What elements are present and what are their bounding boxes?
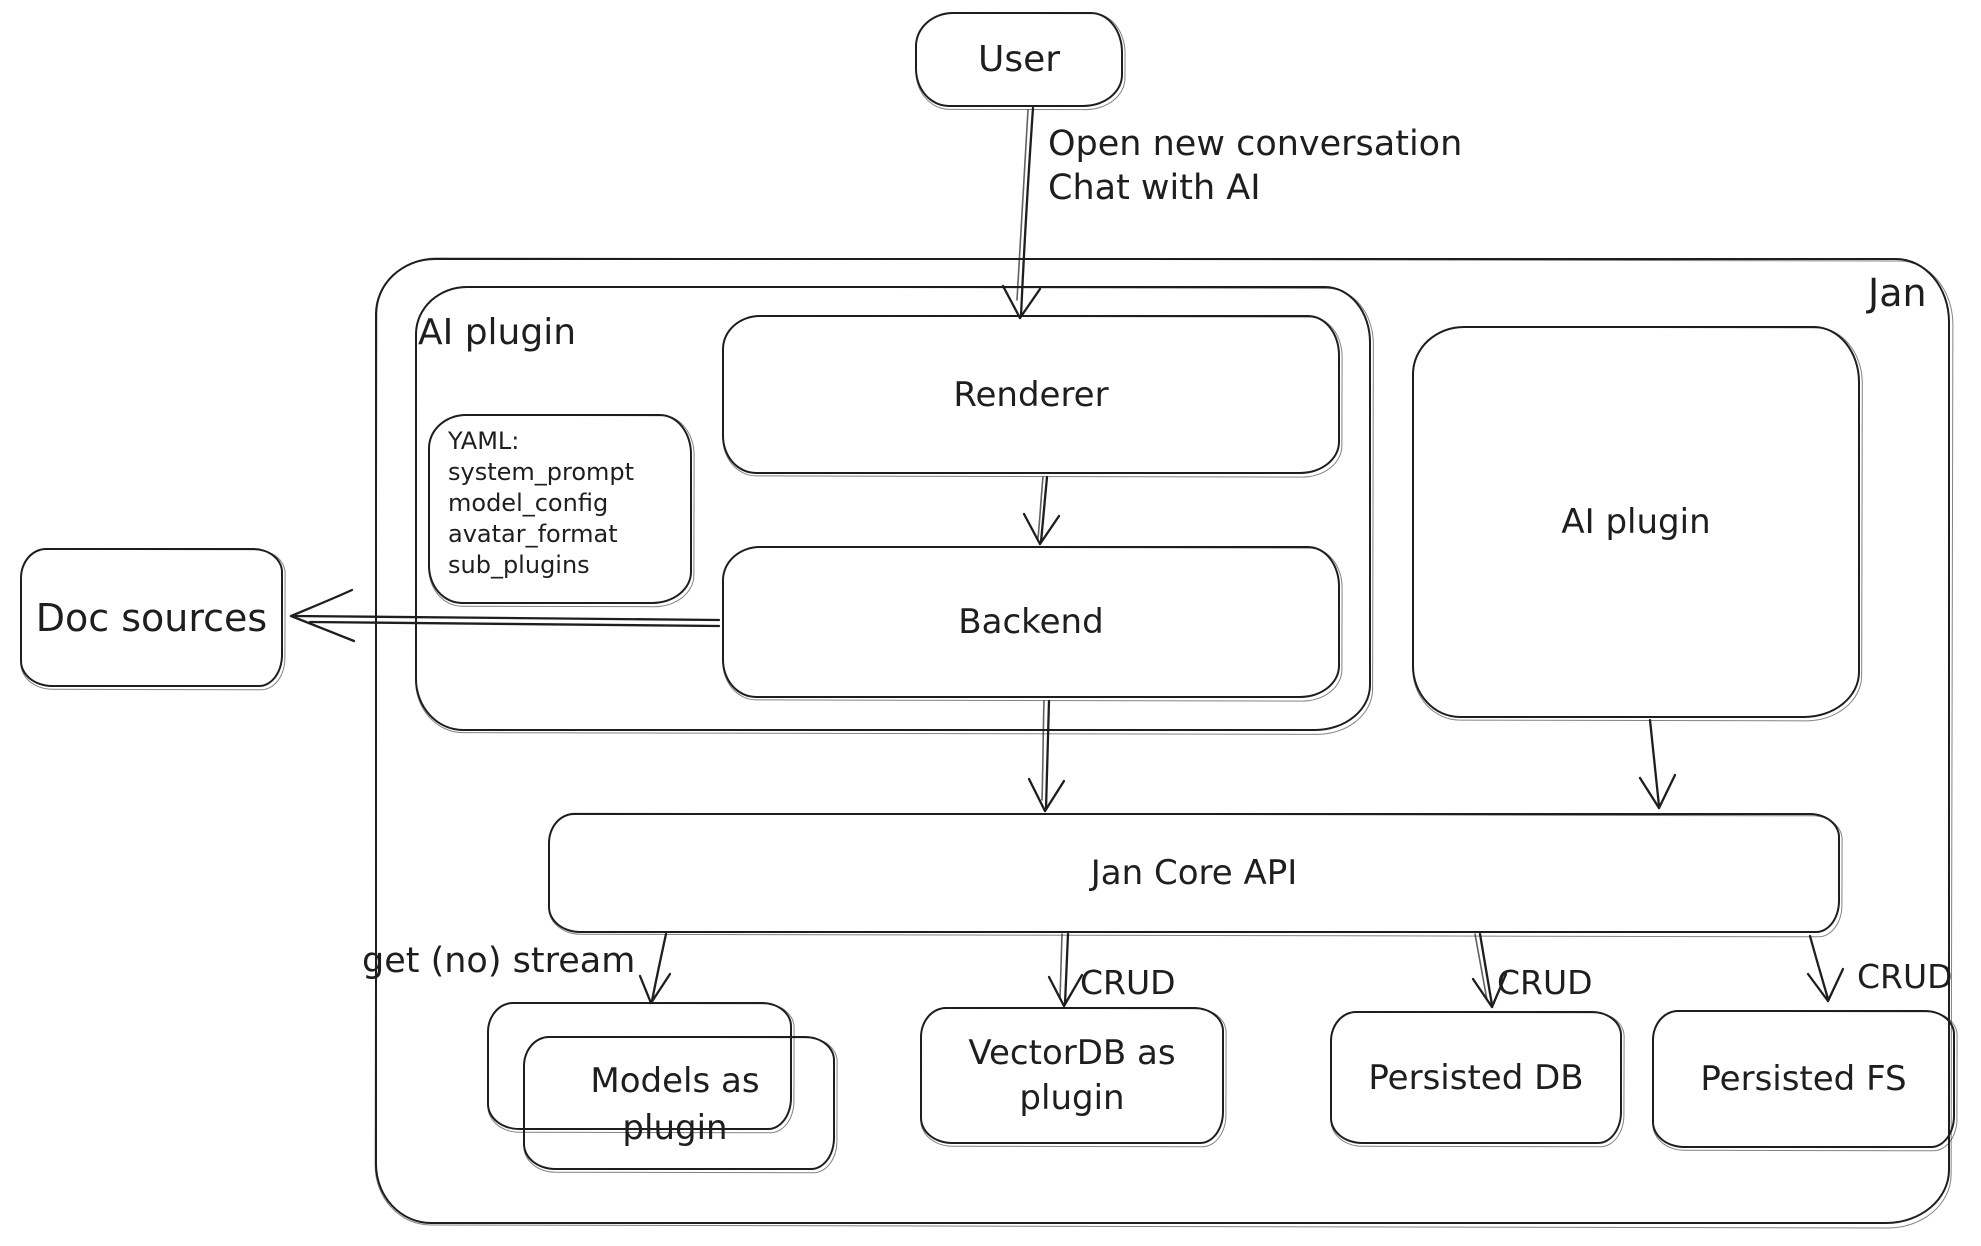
edge-label-open-conversation: Open new conversation Chat with AI xyxy=(1048,124,1463,208)
yaml-note-title: YAML: xyxy=(448,427,520,455)
jan-container xyxy=(375,258,1950,1224)
node-doc-sources: Doc sources xyxy=(20,548,283,687)
ai-plugin-left-label: AI plugin xyxy=(418,312,577,353)
node-renderer-label: Renderer xyxy=(953,374,1109,415)
node-vectordb-as-plugin: VectorDB as plugin xyxy=(920,1007,1224,1144)
ai-plugin-left-container xyxy=(415,286,1371,731)
node-persisted-db: Persisted DB xyxy=(1330,1011,1622,1144)
node-jan-core-api-label: Jan Core API xyxy=(1090,853,1298,893)
node-models-as-plugin xyxy=(523,1036,835,1170)
node-vectordb-as-plugin-label: VectorDB as plugin xyxy=(968,1032,1176,1118)
edge-label-get-no-stream: get (no) stream xyxy=(362,941,636,981)
node-backend-label: Backend xyxy=(958,602,1104,642)
node-doc-sources-label: Doc sources xyxy=(35,595,268,640)
node-persisted-fs: Persisted FS xyxy=(1652,1010,1955,1148)
node-ai-plugin-right-label: AI plugin xyxy=(1561,502,1711,542)
yaml-note-line: sub_plugins xyxy=(448,551,590,579)
yaml-note-line: system_prompt xyxy=(448,458,635,486)
jan-container-label: Jan xyxy=(1868,271,1927,315)
edge-label-crud-persisted-fs: CRUD xyxy=(1857,957,1953,996)
yaml-note-line: avatar_format xyxy=(448,520,618,548)
node-ai-plugin-right: AI plugin xyxy=(1412,326,1860,718)
edge-label-crud-vectordb: CRUD xyxy=(1080,963,1176,1002)
node-jan-core-api: Jan Core API xyxy=(548,813,1840,933)
node-user: User xyxy=(915,12,1123,107)
node-persisted-fs-label: Persisted FS xyxy=(1700,1059,1907,1099)
node-persisted-db-label: Persisted DB xyxy=(1368,1057,1584,1098)
node-models-as-plugin-label: Models as plugin xyxy=(590,1061,760,1148)
yaml-note: YAML: system_prompt model_config avatar_… xyxy=(428,414,692,604)
node-backend: Backend xyxy=(722,546,1340,698)
edge-label-crud-persisted-db: CRUD xyxy=(1497,963,1593,1002)
yaml-note-line: model_config xyxy=(448,489,609,517)
node-renderer: Renderer xyxy=(722,315,1340,474)
node-user-label: User xyxy=(977,39,1061,80)
